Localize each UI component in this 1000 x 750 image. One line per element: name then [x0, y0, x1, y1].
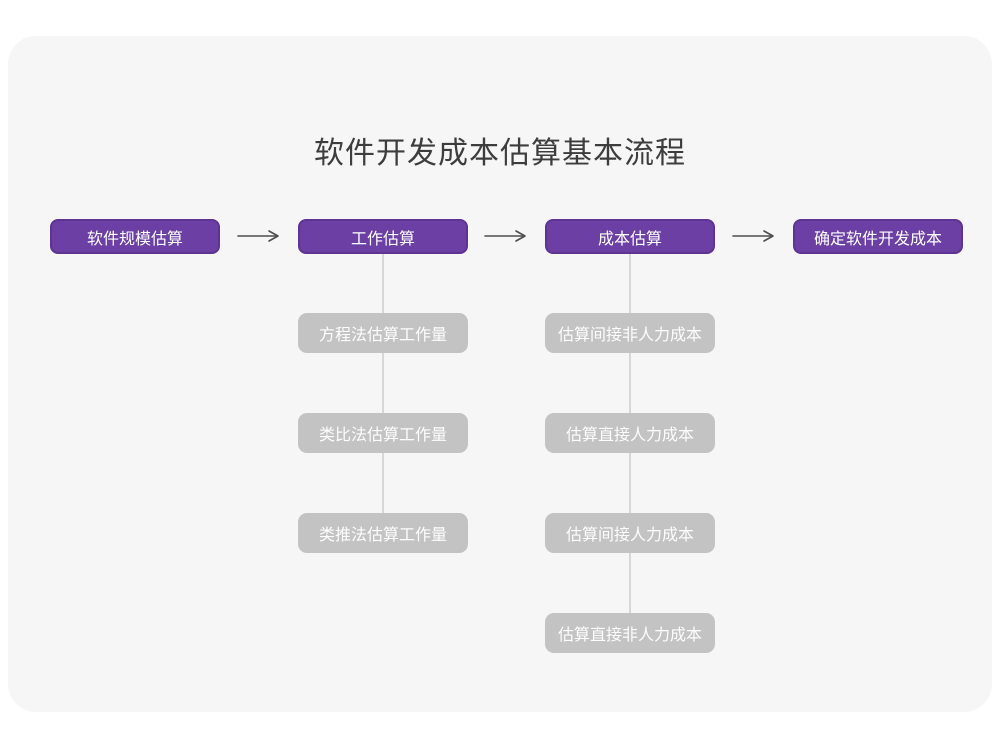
connector-line-work — [382, 254, 384, 516]
arrow-right-icon — [484, 230, 526, 242]
flowchart-card: 软件开发成本估算基本流程 软件规模估算 工作估算 成本估算 确定软件开发成本 方… — [8, 36, 992, 712]
node-analogy-method: 类比法估算工作量 — [298, 413, 468, 453]
node-indirect-labor-cost: 估算间接人力成本 — [545, 513, 715, 553]
node-direct-non-labor-cost: 估算直接非人力成本 — [545, 613, 715, 653]
node-extrapolation-method: 类推法估算工作量 — [298, 513, 468, 553]
node-determine-development-cost: 确定软件开发成本 — [793, 219, 963, 254]
node-cost-estimation: 成本估算 — [545, 219, 715, 254]
arrow-right-icon — [237, 230, 279, 242]
arrow-right-icon — [732, 230, 774, 242]
diagram-title: 软件开发成本估算基本流程 — [314, 137, 686, 170]
node-indirect-non-labor-cost: 估算间接非人力成本 — [545, 313, 715, 353]
node-direct-labor-cost: 估算直接人力成本 — [545, 413, 715, 453]
node-equation-method: 方程法估算工作量 — [298, 313, 468, 353]
node-software-scale-estimation: 软件规模估算 — [50, 219, 220, 254]
node-work-estimation: 工作估算 — [298, 219, 468, 254]
